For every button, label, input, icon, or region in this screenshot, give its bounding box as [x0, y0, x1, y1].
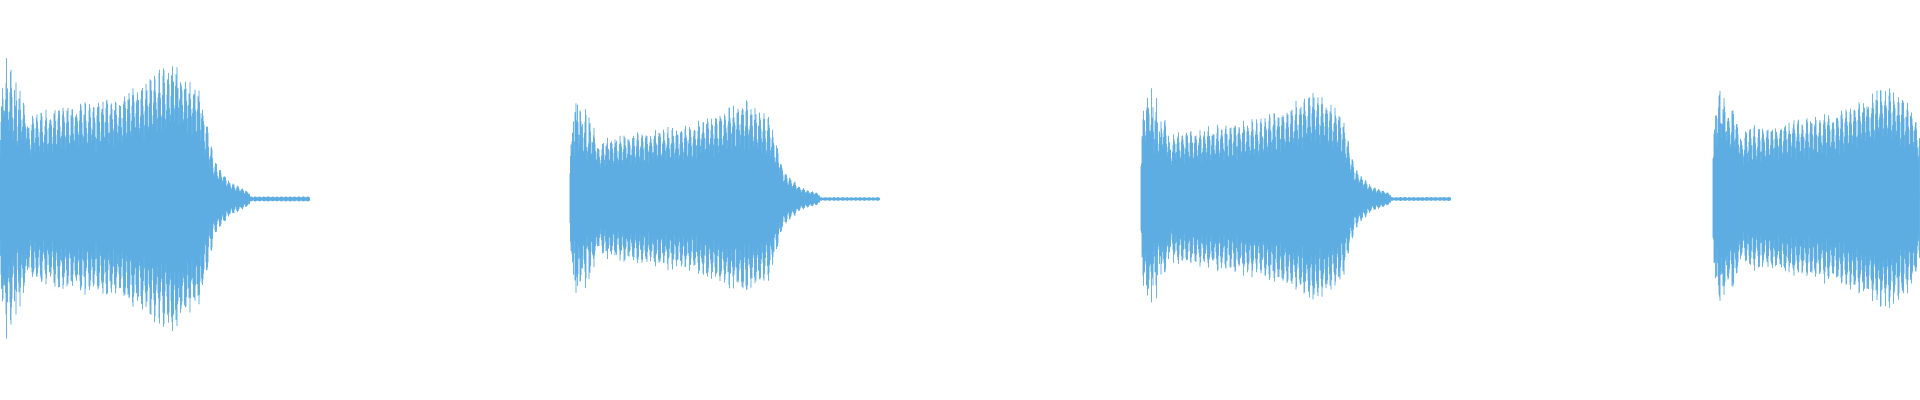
waveform-signal — [569, 100, 880, 293]
waveform-signal — [0, 58, 310, 339]
waveform-signal — [1712, 88, 1920, 308]
waveform-burst-2 — [569, 100, 880, 293]
waveform-burst-1 — [0, 58, 310, 339]
waveform-burst-3 — [1140, 88, 1451, 303]
waveform-burst-4 — [1712, 88, 1920, 308]
waveform-signal — [1140, 88, 1451, 303]
